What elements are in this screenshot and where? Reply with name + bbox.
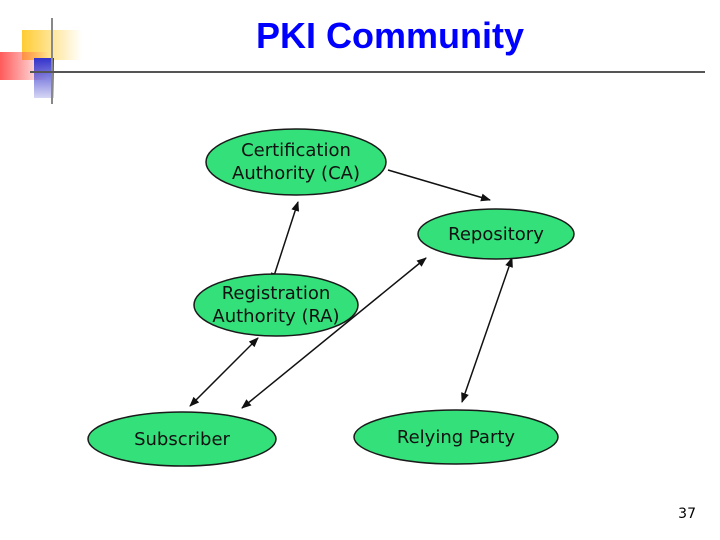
edge-ra-subscriber [190,338,258,406]
edge-ca-ra [272,202,298,282]
node-relying-party-label: Relying Party [354,410,558,464]
slide-number: 37 [678,506,696,522]
node-ra-label: Registration Authority (RA) [194,274,358,336]
node-subscriber-label: Subscriber [88,412,276,466]
edge-repository-relying-party [462,258,512,402]
node-ca-label: Certification Authority (CA) [206,129,386,195]
edge-ca-repository [388,170,490,200]
node-repository-label: Repository [418,209,574,259]
